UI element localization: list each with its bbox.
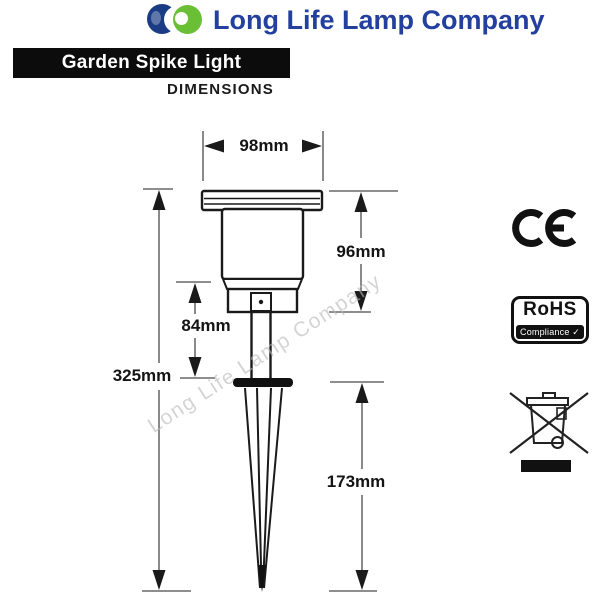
fixture-body — [220, 207, 305, 281]
rohs-title: RoHS — [523, 299, 577, 320]
logo-highlight — [151, 11, 161, 25]
weee-bin-icon — [509, 392, 589, 472]
dim-label-spike-length: 173mm — [326, 472, 386, 491]
ce-mark-icon — [512, 208, 577, 247]
company-name: Long Life Lamp Company — [213, 5, 545, 35]
dimension-84mm — [176, 281, 215, 379]
fixture-stem — [250, 311, 272, 378]
rohs-check-icon: ✓ — [572, 327, 580, 337]
dim-label-width: 98mm — [239, 136, 289, 155]
dimension-96mm — [329, 190, 398, 313]
fixture-cap — [200, 189, 324, 212]
ground-spike — [244, 387, 283, 589]
spike-light-outline — [200, 189, 324, 592]
dim-label-bracket-spike: 84mm — [181, 316, 231, 335]
spike-flange — [233, 378, 293, 387]
dimension-98mm — [202, 131, 324, 181]
spike-tip — [258, 565, 266, 592]
rohs-compliance-bar: Compliance ✓ — [516, 325, 584, 339]
fixture-cap-lines — [204, 197, 320, 205]
dimensions-heading: DIMENSIONS — [166, 81, 274, 98]
rohs-compliance-label: Compliance — [520, 327, 570, 337]
company-logo-icon — [147, 3, 203, 36]
weee-black-bar — [521, 460, 571, 472]
dim-label-overall-height: 325mm — [112, 366, 172, 385]
rohs-badge: RoHS Compliance ✓ — [511, 296, 589, 344]
product-title-banner: Garden Spike Light — [13, 48, 290, 78]
dimension-173mm — [329, 381, 384, 592]
logo-white-notch — [175, 12, 188, 25]
fixture-collar — [221, 278, 304, 290]
dimension-325mm — [142, 188, 191, 592]
fixture-screw-dot — [258, 299, 264, 305]
dim-label-head-height: 96mm — [336, 242, 386, 261]
